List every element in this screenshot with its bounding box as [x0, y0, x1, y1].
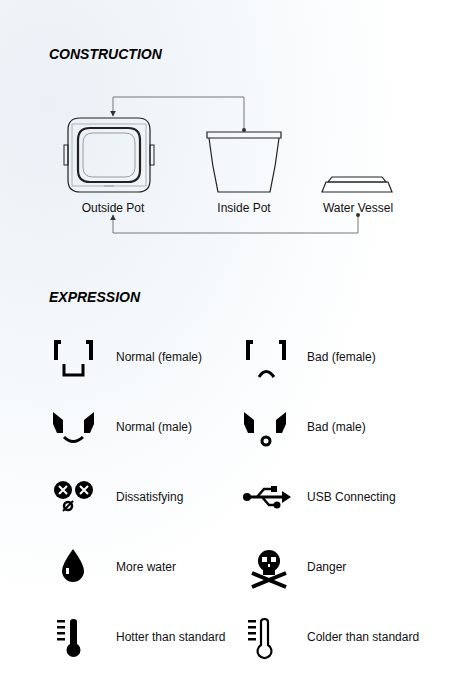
section-heading: EXPRESSION: [49, 289, 140, 305]
face-normal-male-icon: [53, 412, 94, 442]
inside-pot-drawing: [207, 132, 281, 192]
expression-label: USB Connecting: [307, 490, 396, 504]
usb-icon: [243, 486, 291, 509]
section-heading: CONSTRUCTION: [49, 46, 162, 62]
thermometer-cold-icon: [248, 619, 272, 658]
pot-part: Inside Pot: [198, 130, 290, 215]
part-name: Water Vessel: [310, 201, 406, 215]
outside-pot-drawing: [64, 118, 154, 192]
face-bad-male-icon: [244, 412, 286, 445]
expression-label: Normal (female): [116, 350, 202, 364]
face-bad-female-icon: [246, 340, 286, 377]
thermometer-hot-icon: [57, 619, 81, 657]
expression-label: More water: [116, 560, 176, 574]
pot-part: Outside Pot: [60, 116, 166, 215]
expression-label: Normal (male): [116, 420, 192, 434]
part-name: Inside Pot: [198, 201, 290, 215]
expression-label: Dissatisfying: [116, 490, 183, 504]
pot-part: Water Vessel: [310, 176, 406, 215]
skull-icon: [252, 550, 286, 587]
expression-icons: [53, 340, 291, 658]
expression-label: Hotter than standard: [116, 630, 225, 644]
water-vessel-drawing: [322, 177, 392, 192]
expression-label: Colder than standard: [307, 630, 419, 644]
expression-label: Bad (male): [307, 420, 366, 434]
expression-label: Bad (female): [307, 350, 376, 364]
expression-label: Danger: [307, 560, 346, 574]
part-name: Outside Pot: [60, 201, 166, 215]
water-drop-icon: [62, 549, 84, 582]
face-dissatisfied-icon: [54, 481, 93, 511]
connector-line: [113, 215, 358, 233]
connector-line: [113, 97, 244, 130]
face-normal-female-icon: [54, 340, 93, 375]
